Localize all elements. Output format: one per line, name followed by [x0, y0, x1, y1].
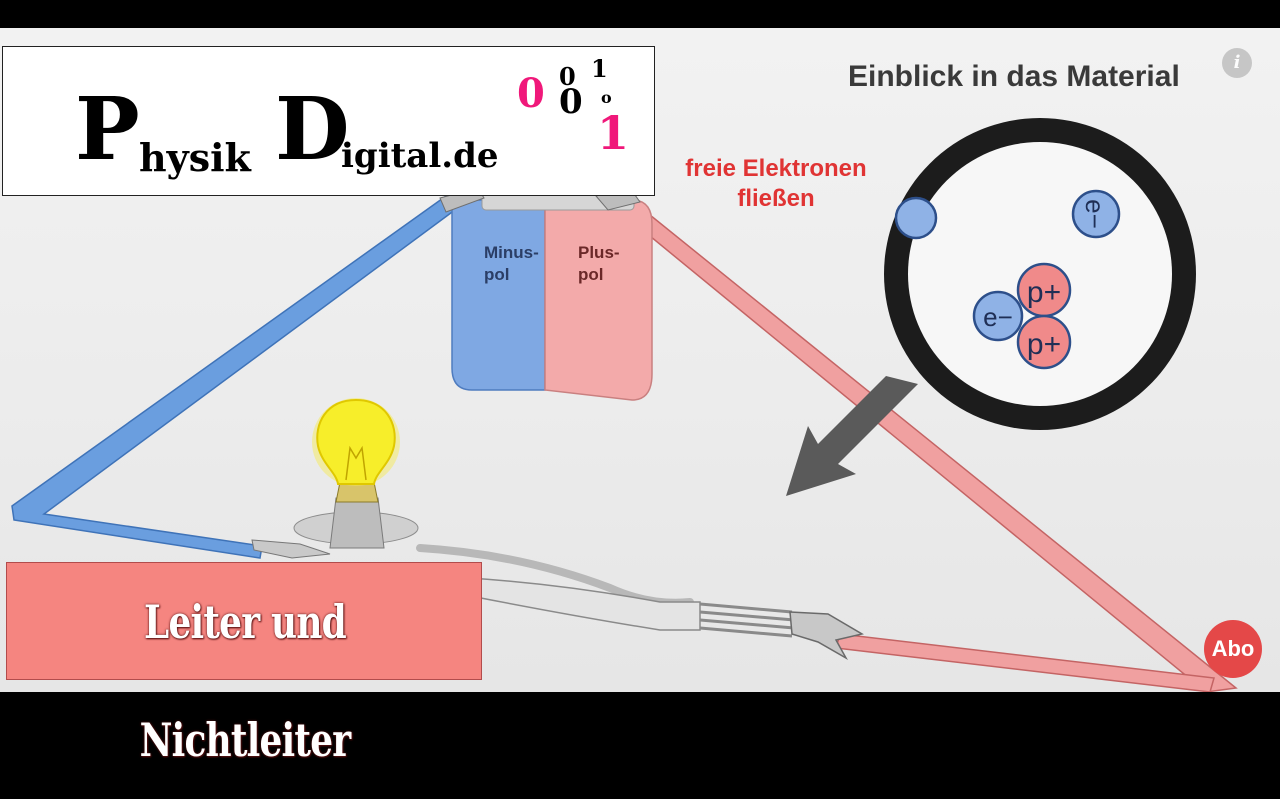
video-title: Leiter und Nichtleiter: [139, 595, 352, 767]
logo-letter-p: P: [75, 79, 140, 180]
electron-particle: e−: [1071, 189, 1121, 239]
blue-wire: [11, 195, 465, 559]
clip-fork: [789, 611, 865, 660]
svg-text:e−: e−: [983, 302, 1013, 332]
label-minuspol: Minus- pol: [484, 242, 539, 286]
logo-text-hysik: hysik: [139, 135, 251, 180]
logo-binary-digits: 0 0 1 0 o 1: [517, 54, 629, 160]
svg-text:p+: p+: [1027, 328, 1061, 361]
label-minus-line1: Minus-: [484, 243, 539, 262]
clip-bulb: [251, 539, 331, 559]
particles: e− e− p+ p+: [894, 189, 1121, 370]
svg-text:0: 0: [559, 82, 583, 122]
label-plus-line1: Plus-: [578, 243, 620, 262]
label-freie-line2: fließen: [737, 185, 815, 212]
circuit-scene: e− e− p+ p+: [11, 118, 1238, 692]
proton-particle: p+: [1016, 262, 1072, 318]
light-bulb: [293, 398, 419, 549]
label-minus-line2: pol: [484, 265, 510, 284]
label-pluspol: Plus- pol: [578, 242, 620, 286]
electron-particle: e−: [972, 290, 1024, 342]
svg-text:1: 1: [591, 54, 608, 83]
logo-physikdigital[interactable]: P hysik D igital.de 0 0 1 0 o 1: [2, 46, 655, 196]
svg-text:p+: p+: [1027, 276, 1061, 309]
svg-text:0: 0: [517, 70, 545, 117]
info-icon[interactable]: i: [1222, 48, 1252, 78]
fork: [429, 575, 795, 638]
svg-text:e−: e−: [1080, 199, 1110, 229]
svg-text:1: 1: [597, 106, 629, 160]
title-banner: Leiter und Nichtleiter: [6, 562, 482, 767]
label-plus-line2: pol: [578, 265, 604, 284]
label-einblick: Einblick in das Material: [848, 60, 1180, 93]
logo-letter-d: D: [275, 79, 350, 180]
label-freie-line1: freie Elektronen: [685, 155, 867, 182]
battery: [451, 191, 653, 401]
svg-text:o: o: [601, 88, 612, 107]
proton-particle: p+: [1016, 314, 1072, 370]
logo-text-igital: igital.de: [341, 136, 499, 176]
label-freie-elektronen: freie Elektronen fließen: [664, 154, 888, 214]
svg-text:0: 0: [559, 62, 576, 91]
abo-subscribe-button[interactable]: Abo: [1204, 620, 1262, 678]
